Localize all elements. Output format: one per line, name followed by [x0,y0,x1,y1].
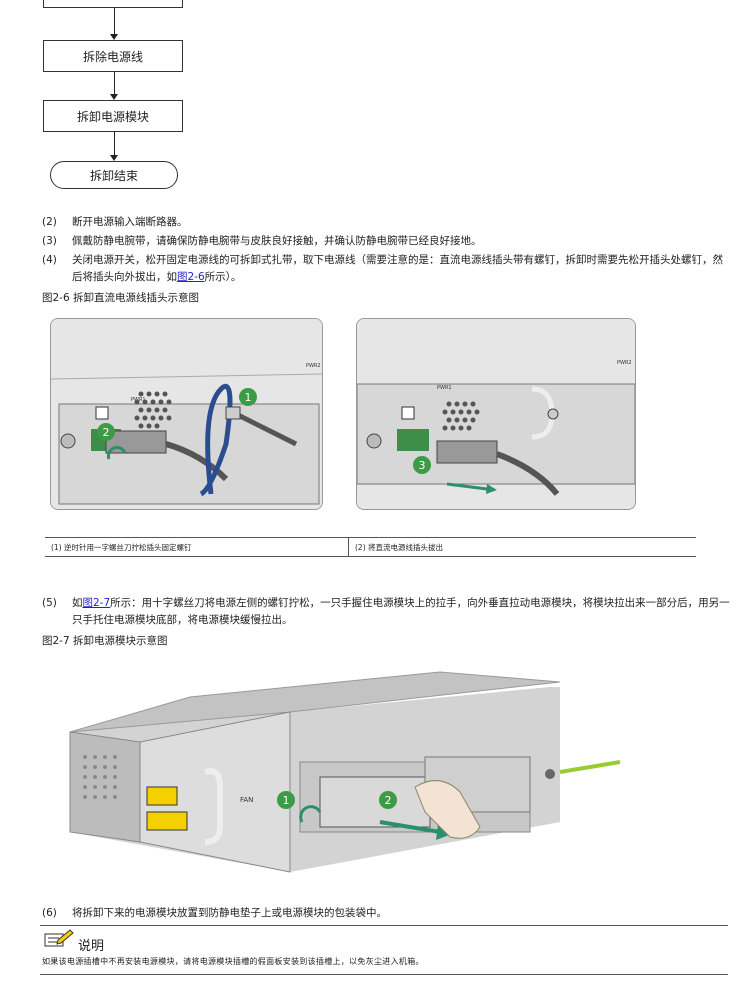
flow-arrow [110,34,118,40]
flow-connector [114,72,115,94]
note-top-rule [40,925,728,926]
step-number: (2) [42,216,57,228]
figure-2-6-link[interactable]: 图2-6 [177,271,205,283]
caption-cell-2: (2) 将直流电源线插头拔出 [355,542,444,552]
note-bottom-rule [40,974,728,975]
step-number: (4) [42,254,57,266]
figure-2-6-panel-2: PWR1 PWR2 3 [356,318,636,510]
figure-2-7-illustration: FAN 1 2 [69,671,621,873]
callout-3: 3 [419,459,426,472]
flow-connector [114,8,115,34]
figure-2-7-link[interactable]: 图2-7 [82,597,111,609]
figure-2-7-title: 图2-7 拆卸电源模块示意图 [42,635,168,647]
step-text: 将拆卸下来的电源模块放置到防静电垫子上或电源模块的包装袋中。 [72,907,387,919]
pwr2-label: PWR2 [306,363,321,369]
step-number: (3) [42,235,57,247]
step-text: 佩戴防静电腕带，请确保防静电腕带与皮肤良好接触，并确认防静电腕带已经良好接地。 [72,235,482,247]
callout-2: 2 [103,426,110,439]
step-number: (6) [42,907,57,919]
side-vent [83,755,117,799]
step-text: 断开电源输入端断路器。 [72,216,188,228]
pwr2-label: PWR2 [617,360,632,366]
figure-2-6-illustration-2: PWR1 PWR2 3 [357,319,635,509]
note-text: 如果该电源插槽中不再安装电源模块，请将电源模块插槽的假面板安装到该插槽上，以免灰… [42,957,424,966]
step-text-part: 所示）。 [204,271,242,283]
step-number: (5) [42,597,57,609]
flow-arrow [110,94,118,100]
step-text-part: 如 [72,597,83,609]
note-title: 说明 [78,939,105,954]
step-text-part: 关闭电源开关，松开固定电源线的可拆卸式扎带，取下电源线（需要注意的是：直流电源线… [72,254,723,283]
flow-connector [114,132,115,155]
flowchart-box-remove-cable: 拆除电源线 [43,40,183,72]
vent-holes [134,391,172,429]
step-5: (5) 如图2-7所示：用十字螺丝刀将电源左侧的螺钉拧松，一只手握住电源模块上的… [42,595,732,629]
step-3: (3) 佩戴防静电腕带，请确保防静电腕带与皮肤良好接触，并确认防静电腕带已经良好… [42,233,732,250]
callout-1: 1 [245,391,252,404]
flowchart-end-terminal: 拆卸结束 [50,161,178,189]
flowchart-box-remove-module: 拆卸电源模块 [43,100,183,132]
figure-2-6-title: 图2-6 拆卸直流电源线插头示意图 [42,292,199,304]
callout-2: 2 [385,794,392,807]
step-text: 关闭电源开关，松开固定电源线的可拆卸式扎带，取下电源线（需要注意的是：直流电源线… [72,252,732,286]
vent-holes [442,401,480,431]
caption-cell-1: (1) 逆时针用一字螺丝刀拧松插头固定螺钉 [45,538,349,556]
note-pencil-icon [44,929,74,947]
pwr1-label: PWR1 [437,385,452,391]
step-text-part: 所示：用十字螺丝刀将电源左侧的螺钉拧松，一只手握住电源模块上的拉手，向外垂直拉动… [72,597,730,626]
step-6: (6) 将拆卸下来的电源模块放置到防静电垫子上或电源模块的包装袋中。 [42,905,732,922]
callout-1: 1 [283,794,290,807]
fan-label: FAN [240,796,253,804]
step-text: 如图2-7所示：用十字螺丝刀将电源左侧的螺钉拧松，一只手握住电源模块上的拉手，向… [72,595,732,629]
figure-2-6-panel-1: PWR1 PWR2 1 2 [50,318,323,510]
flowchart-top-box [43,0,183,8]
step-2: (2) 断开电源输入端断路器。 [42,214,732,231]
figure-2-6-caption-table: (1) 逆时针用一字螺丝刀拧松插头固定螺钉 (2) 将直流电源线插头拔出 [45,537,696,557]
figure-2-6-illustration-1: PWR1 PWR2 1 2 [51,319,322,509]
step-4: (4) 关闭电源开关，松开固定电源线的可拆卸式扎带，取下电源线（需要注意的是：直… [42,252,732,286]
flow-arrow [110,155,118,161]
